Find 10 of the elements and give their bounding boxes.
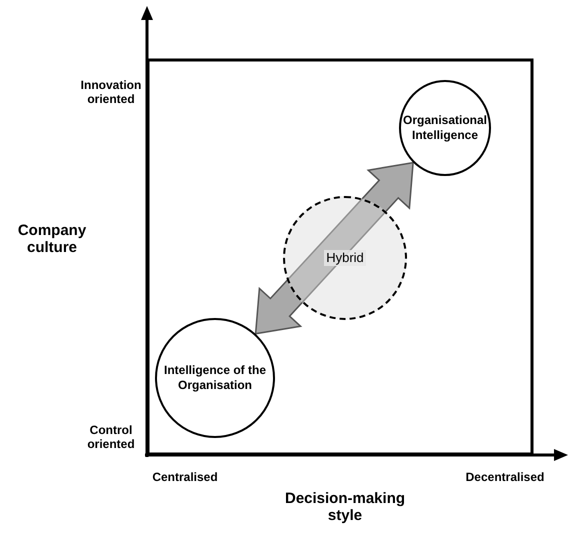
axis-label: Decision-making style xyxy=(284,490,406,524)
node-label: Organisational Intelligence xyxy=(402,113,488,143)
axis-label: Control oriented xyxy=(86,423,136,451)
axis-label: Innovation oriented xyxy=(80,78,142,106)
double-headed-block-arrow xyxy=(254,162,414,335)
node-label: Intelligence of the Organisation xyxy=(162,363,267,393)
axis-label: Company culture xyxy=(16,222,88,256)
axis-label: Centralised xyxy=(151,470,219,484)
node-label: Hybrid xyxy=(324,250,366,266)
axis-label: Decentralised xyxy=(464,470,546,484)
